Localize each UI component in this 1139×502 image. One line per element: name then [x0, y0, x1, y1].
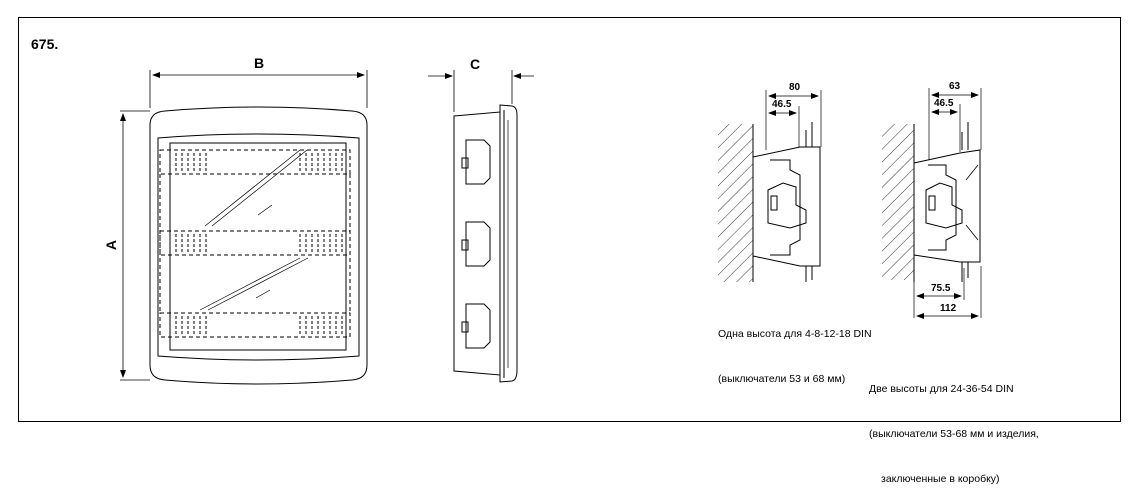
side-module-clip [461, 321, 469, 333]
detail-2-dim-total: 63 [949, 81, 961, 92]
detail-1-dim-inner: 46.5 [772, 99, 792, 110]
detail-2-dim-bottom-2: 112 [940, 303, 957, 314]
detail-1-caption-line-1: Одна высота для 4-8-12-18 DIN [718, 328, 872, 340]
detail-1-dim-total: 80 [789, 82, 801, 93]
side-view [428, 70, 534, 383]
detail-2-caption-line-3: заключенные в коробку) [881, 473, 1000, 485]
detail-2-caption-line-1: Две высоты для 24-36-54 DIN [869, 383, 1014, 395]
dimension-label-b: B [254, 55, 265, 71]
detail-2-dim-inner: 46.5 [934, 98, 954, 109]
detail-1-caption-line-2: (выключатели 53 и 68 мм) [718, 373, 846, 385]
technical-drawing [120, 70, 982, 385]
rail-row-2 [159, 230, 351, 256]
detail-2-caption-line-2: (выключатели 53-68 мм и изделия, [869, 428, 1039, 440]
front-lid-outline [149, 106, 368, 385]
detail-2 [882, 88, 982, 319]
dimension-a [120, 110, 150, 381]
side-module [465, 139, 491, 185]
dimension-b [149, 70, 368, 108]
side-module [465, 303, 491, 349]
rail-row-1 [159, 149, 351, 175]
front-inner-frame [157, 133, 360, 361]
side-module [465, 221, 491, 267]
dimension-label-a: A [103, 239, 120, 251]
dimension-label-c: C [470, 56, 481, 72]
detail-2-dim-bottom-1: 75.5 [931, 283, 951, 294]
rail-row-3 [159, 312, 351, 338]
drawing-frame [18, 17, 1121, 422]
side-module-clip [461, 239, 469, 251]
front-view [149, 106, 368, 385]
detail-1 [718, 90, 822, 282]
detail-1-caption: Одна высота для 4-8-12-18 DIN (выключате… [718, 297, 872, 402]
figure-number: 675. [31, 36, 59, 52]
side-module-clip [461, 157, 469, 169]
detail-2-caption: Две высоты для 24-36-54 DIN (выключатели… [869, 352, 1039, 502]
